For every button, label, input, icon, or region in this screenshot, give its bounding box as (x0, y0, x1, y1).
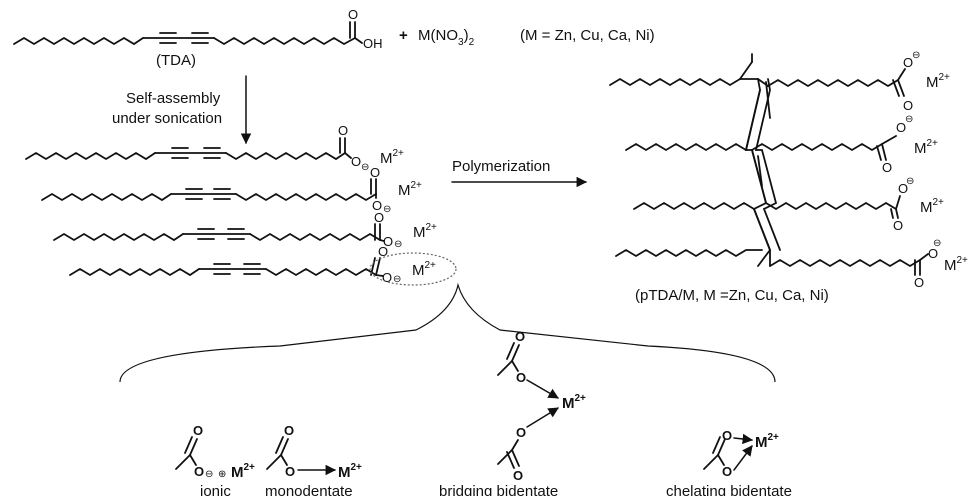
chelating-bidentate-mode: O O M2+ chelating bidentate (666, 428, 792, 496)
svg-text:O: O (882, 160, 892, 175)
polymerization-label: Polymerization (452, 158, 550, 175)
svg-text:O: O (722, 428, 732, 443)
svg-text:O: O (351, 154, 361, 169)
svg-text:O: O (383, 234, 393, 249)
svg-text:O: O (722, 464, 732, 479)
svg-text:⊕: ⊕ (218, 469, 226, 480)
self-assembly-label-line2: under sonication (112, 110, 222, 127)
svg-text:O: O (370, 165, 380, 180)
mode-label-monodentate: monodentate (265, 483, 353, 496)
svg-text:O: O (285, 464, 295, 479)
svg-text:⊖: ⊖ (912, 50, 920, 61)
assembled-chain-4: O O ⊖ M2+ (69, 244, 436, 285)
ionic-mode: O O ⊖ ⊕ M2+ ionic (175, 423, 255, 496)
svg-text:M2+: M2+ (412, 260, 436, 279)
assembled-chain-1: O O ⊖ M2+ (25, 123, 404, 173)
svg-text:O: O (914, 275, 924, 290)
svg-text:O: O (928, 246, 938, 261)
svg-text:M2+: M2+ (380, 148, 404, 167)
svg-text:O: O (194, 464, 204, 479)
svg-text:O: O (903, 55, 913, 70)
metal-nitrate-formula: M(NO3)2 (418, 27, 475, 48)
plus-sign: + (399, 27, 408, 44)
svg-text:M2+: M2+ (413, 222, 437, 241)
polymer-name: (pTDA/M, M =Zn, Cu, Ca, Ni) (635, 287, 829, 304)
svg-text:O: O (903, 98, 913, 113)
acid-carbonyl-oxygen: O (348, 7, 358, 22)
svg-text:O: O (374, 210, 384, 225)
svg-text:O: O (516, 370, 526, 385)
polydiacetylene-polymer: O O ⊖ M2+ O O ⊖ M2+ O O ⊖ M2+ O O ⊖ M2+ (609, 50, 968, 290)
svg-text:⊖: ⊖ (905, 114, 913, 125)
svg-text:O: O (378, 244, 388, 259)
bridging-bidentate-mode: O O O O M2+ bridging bidentate (439, 329, 586, 496)
svg-text:O: O (284, 423, 294, 438)
monomer-name: (TDA) (156, 52, 196, 69)
mode-label-chelating-bidentate: chelating bidentate (666, 483, 792, 496)
svg-text:⊖: ⊖ (361, 162, 369, 173)
svg-text:⊖: ⊖ (906, 176, 914, 187)
svg-text:O: O (382, 270, 392, 285)
tda-monomer: O OH (TDA) (13, 7, 383, 69)
zoom-brace (119, 282, 776, 383)
svg-text:O: O (896, 120, 906, 135)
svg-text:M2+: M2+ (920, 197, 944, 216)
svg-text:M2+: M2+ (398, 180, 422, 199)
svg-text:⊖: ⊖ (393, 274, 401, 285)
svg-text:M2+: M2+ (338, 462, 362, 481)
metals-note: (M = Zn, Cu, Ca, Ni) (520, 27, 655, 44)
svg-text:M2+: M2+ (755, 432, 779, 451)
assembled-chain-3: O O ⊖ M2+ (53, 210, 437, 250)
highlight-ellipse (369, 252, 457, 286)
svg-text:⊖: ⊖ (383, 204, 391, 215)
svg-text:M2+: M2+ (926, 72, 950, 91)
svg-text:O: O (513, 468, 523, 483)
svg-text:M2+: M2+ (914, 138, 938, 157)
assembled-chain-2: O O ⊖ M2+ (41, 165, 422, 215)
svg-text:⊖: ⊖ (394, 239, 402, 250)
mode-label-ionic: ionic (200, 483, 231, 496)
svg-text:O: O (372, 198, 382, 213)
svg-text:M2+: M2+ (944, 255, 968, 274)
svg-text:⊖: ⊖ (933, 238, 941, 249)
svg-text:O: O (515, 329, 525, 344)
svg-text:O: O (516, 425, 526, 440)
acid-hydroxyl: OH (363, 36, 383, 51)
svg-text:O: O (893, 218, 903, 233)
svg-text:M2+: M2+ (231, 462, 255, 481)
monodentate-mode: O O M2+ monodentate (265, 423, 362, 496)
svg-text:O: O (193, 423, 203, 438)
svg-text:⊖: ⊖ (205, 469, 213, 480)
svg-text:O: O (338, 123, 348, 138)
svg-text:M2+: M2+ (562, 393, 586, 412)
svg-text:O: O (898, 181, 908, 196)
self-assembly-label-line1: Self-assembly (126, 90, 221, 107)
mode-label-bridging-bidentate: bridging bidentate (439, 483, 558, 496)
svg-text:M(NO3)2: M(NO3)2 (418, 27, 475, 48)
